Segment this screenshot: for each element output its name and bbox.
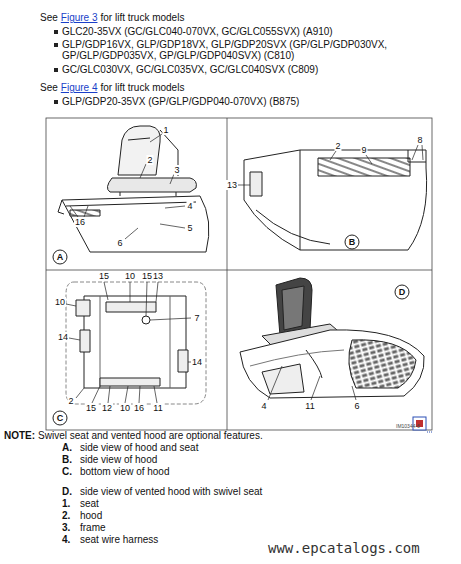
callout-number: 2 (146, 155, 153, 165)
vented-hood-swivel-seat (240, 278, 424, 398)
intro-text: for lift truck models (100, 12, 184, 23)
callout-number: 15 (85, 403, 97, 413)
callout-number: 10 (124, 271, 136, 281)
legend-text: seat (80, 498, 99, 509)
legend-key: B. (62, 454, 72, 465)
callout-number: 10 (119, 403, 131, 413)
callout-number: 4 (260, 401, 267, 411)
legend-key: D. (62, 486, 72, 497)
view-letter: D (399, 287, 406, 297)
intro-text: See (40, 12, 58, 23)
image-code: IM10344-6 (396, 423, 420, 429)
view-letter-circles (53, 235, 409, 425)
legend-key: 3. (62, 522, 70, 533)
model-list-item: GLP/GDP16VX, GLP/GDP18VX, GLP/GDP20SVX (… (62, 39, 454, 61)
callout-number: 6 (353, 401, 360, 411)
callout-number: 12 (101, 403, 113, 413)
legend-text: frame (80, 522, 106, 533)
intro-text: for lift truck models (100, 82, 184, 93)
model-list-item: GLC20-35VX (GC/GLC040-070VX, GC/GLC055SV… (62, 26, 333, 37)
figure-link: Figure 4 (61, 82, 98, 93)
hood-side (244, 150, 427, 250)
callout-number: 1 (162, 125, 169, 135)
legend-key: C. (62, 466, 72, 477)
callout-number: 16 (74, 217, 86, 227)
view-letter: A (57, 252, 64, 262)
callout-number: 14 (191, 357, 203, 367)
callout-number: 8 (416, 135, 423, 145)
callout-number: 2 (67, 396, 74, 406)
callout-number: 11 (152, 403, 163, 413)
callout-number: 6 (116, 238, 123, 248)
view-letter: C (57, 413, 64, 423)
legend-key: 2. (62, 510, 70, 521)
leader-lines (66, 134, 423, 403)
legend-text: side view of vented hood with swivel sea… (80, 486, 262, 497)
callout-number: 9 (360, 145, 367, 155)
callout-number: 3 (173, 165, 180, 175)
legend-key: 4. (62, 534, 70, 545)
legend-text: side view of hood and seat (80, 442, 198, 453)
seat-hood-side (58, 126, 209, 252)
hood-bottom (66, 282, 206, 404)
figure-link: Figure 3 (61, 12, 98, 23)
callout-number: 4 (186, 201, 193, 211)
callout-number: 13 (226, 180, 238, 190)
callout-number: 2 (334, 141, 341, 151)
panel-frame (46, 118, 432, 430)
model-list-item: GLP/GDP20-35VX (GP/GLP/GDP040-070VX) (B8… (62, 96, 299, 107)
watermark: www.epcatalogs.com (268, 540, 420, 556)
legend-text: seat wire harness (80, 534, 158, 545)
model-list-item: GC/GLC030VX, GC/GLC035VX, GC/GLC040SVX (… (62, 64, 318, 75)
callout-number: 7 (193, 313, 200, 323)
callout-number: 15 (98, 271, 110, 281)
note-heading: NOTE: (4, 430, 35, 441)
callout-number: 10 (54, 297, 66, 307)
callout-number: 14 (57, 332, 69, 342)
note-text: Swivel seat and vented hood are optional… (38, 430, 263, 441)
intro-text: See (40, 82, 58, 93)
legend-text: side view of hood (80, 454, 157, 465)
callout-number: 16 (133, 403, 145, 413)
callout-number: 11 (304, 401, 315, 411)
legend-key: 1. (62, 498, 70, 509)
view-letter: B (349, 237, 356, 247)
legend-text: bottom view of hood (80, 466, 170, 477)
callout-number: 13 (152, 271, 164, 281)
legend-key: A. (62, 442, 72, 453)
callout-number: 5 (186, 223, 193, 233)
legend-text: hood (80, 510, 102, 521)
